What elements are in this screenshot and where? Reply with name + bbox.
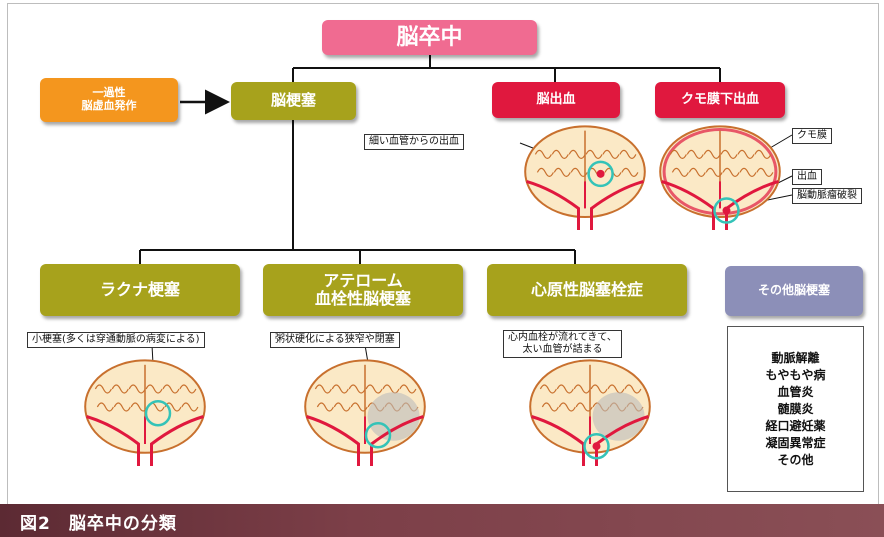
leader-membrane <box>769 134 793 149</box>
brain-cardio-icon <box>529 359 651 466</box>
other-item: 凝固異常症 <box>765 435 826 450</box>
other-item: 経口避妊薬 <box>765 418 826 433</box>
other-item: 動脈解離 <box>771 350 820 365</box>
callout-membrane: クモ膜 <box>792 128 832 144</box>
other-item: 髄膜炎 <box>777 401 814 416</box>
figure-caption-bar: 図2 脳卒中の分類 <box>0 504 884 537</box>
other-item: もやもや病 <box>765 367 826 382</box>
node-stroke: 脳卒中 <box>322 20 537 55</box>
node-lacunar: ラクナ梗塞 <box>40 264 240 316</box>
callout-aneurysm: 脳動脈瘤破裂 <box>792 188 862 204</box>
node-other: その他脳梗塞 <box>725 266 863 316</box>
figure-caption: 図2 脳卒中の分類 <box>20 514 177 534</box>
brain-lacunar-icon <box>84 359 206 466</box>
node-sah: クモ膜下出血 <box>655 82 785 118</box>
node-infarction: 脳梗塞 <box>231 82 356 120</box>
other-item: その他 <box>777 452 814 467</box>
callout-athero: 粥状硬化による狭窄や閉塞 <box>270 332 400 348</box>
node-atherothrombotic: アテローム 血栓性脳梗塞 <box>263 264 463 316</box>
brain-hemorrhage-icon <box>524 125 646 230</box>
callout-bleed: 出血 <box>792 169 822 185</box>
callout-hemorrhage: 細い血管からの出血 <box>364 134 464 150</box>
other-causes-list: 動脈解離 もやもや病 血管炎 髄膜炎 経口避妊薬 凝固異常症 その他 <box>727 326 864 492</box>
brain-sah-icon <box>659 125 781 230</box>
callout-lacunar: 小梗塞(多くは穿通動脈の病変による) <box>27 332 205 348</box>
brain-athero-icon <box>304 359 426 466</box>
node-hemorrhage: 脳出血 <box>492 82 620 118</box>
callout-cardio: 心内血栓が流れてきて、 太い血管が詰まる <box>503 330 622 358</box>
node-cardioembolic: 心原性脳塞栓症 <box>487 264 687 316</box>
node-tia: 一過性 脳虚血発作 <box>40 78 178 122</box>
other-item: 血管炎 <box>777 384 814 399</box>
